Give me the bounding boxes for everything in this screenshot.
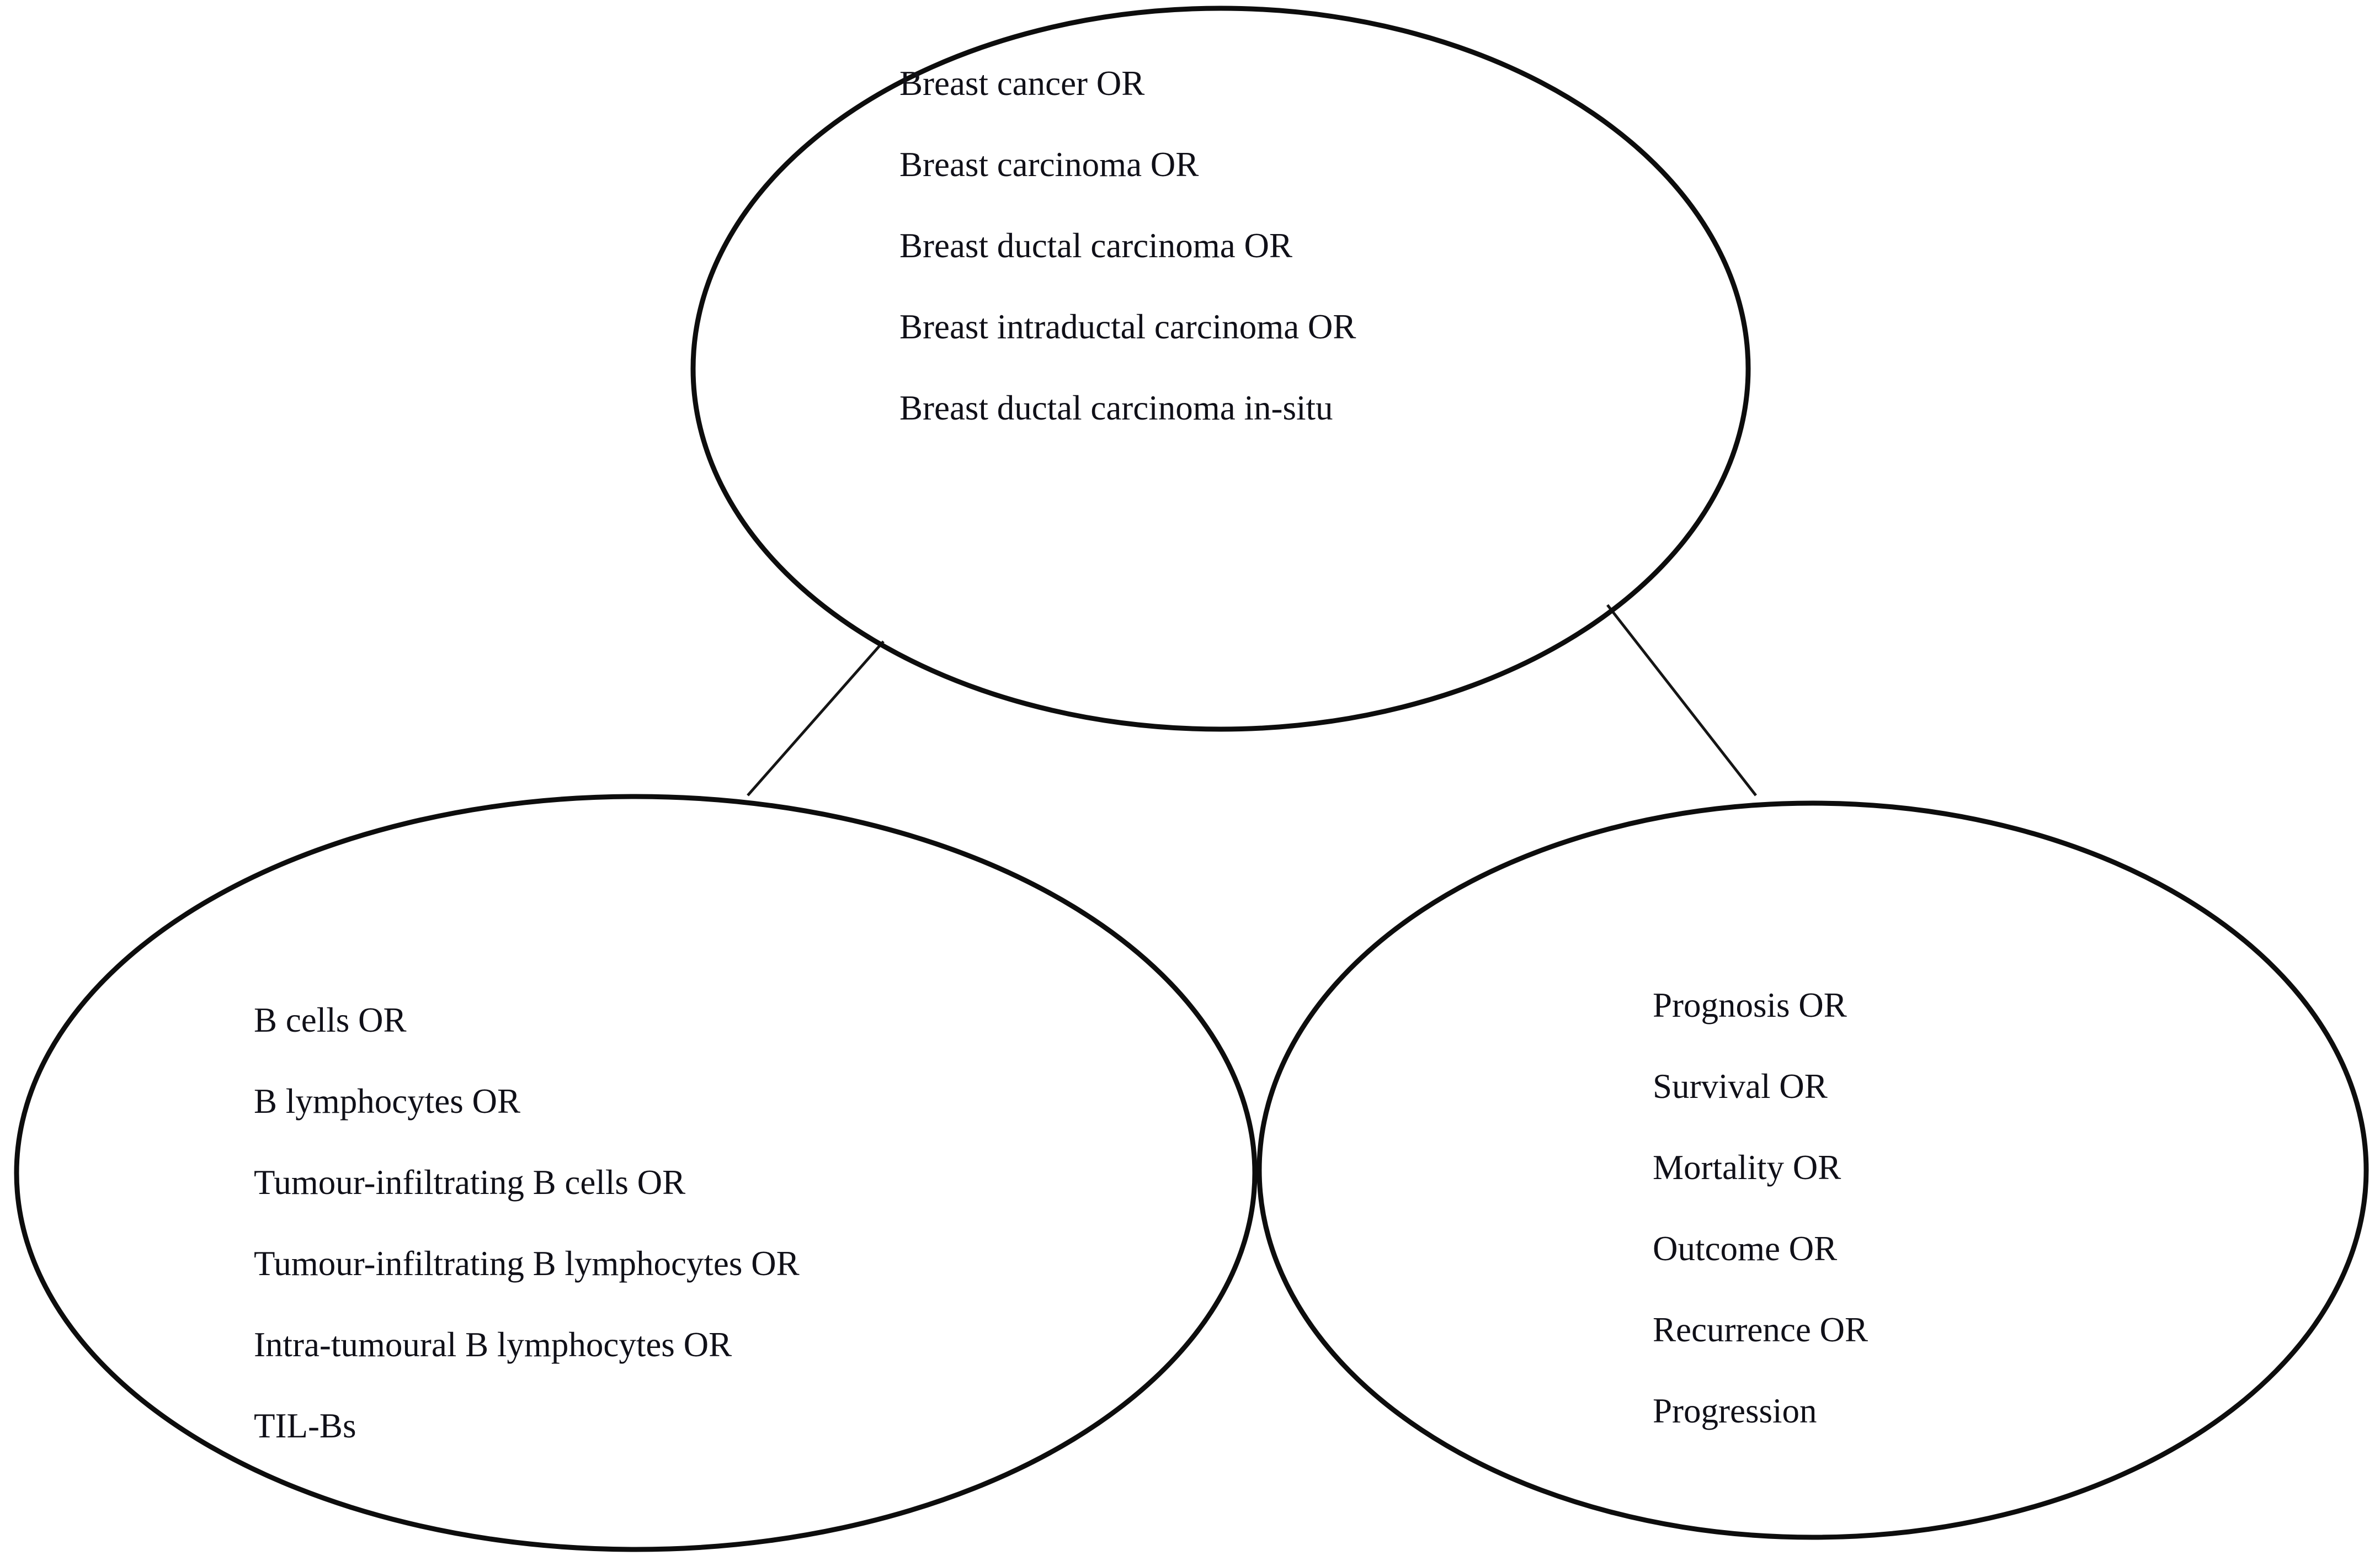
term-line: Breast intraductal carcinoma OR	[899, 307, 1356, 346]
term-line: Breast carcinoma OR	[899, 145, 1199, 184]
term-line: B lymphocytes OR	[254, 1082, 520, 1121]
connector-top-to-bottom-left	[747, 640, 885, 797]
term-line: Prognosis OR	[1653, 986, 1847, 1024]
term-line: Breast cancer OR	[899, 64, 1145, 103]
term-line: Breast ductal carcinoma OR	[899, 226, 1292, 265]
connector-top-to-bottom-right	[1606, 604, 1757, 797]
breast-cancer-terms-text: Breast cancer OR Breast carcinoma OR Bre…	[899, 43, 1356, 449]
term-line: Progression	[1653, 1392, 1817, 1430]
term-line: Intra-tumoural B lymphocytes OR	[254, 1325, 732, 1364]
term-line: Outcome OR	[1653, 1229, 1838, 1268]
term-line: Survival OR	[1653, 1067, 1828, 1106]
term-line: Recurrence OR	[1653, 1310, 1868, 1349]
ellipse-b-cell-terms	[14, 794, 1258, 1552]
ellipse-prognosis-terms	[1256, 800, 2369, 1540]
term-line: TIL-Bs	[254, 1406, 356, 1445]
term-line: Tumour-infiltrating B lymphocytes OR	[254, 1244, 800, 1283]
term-line: B cells OR	[254, 1001, 407, 1039]
term-line: Mortality OR	[1653, 1148, 1841, 1187]
ellipse-breast-cancer-terms	[690, 6, 1751, 732]
term-line: Breast ductal carcinoma in-situ	[899, 389, 1333, 427]
b-cell-terms-text: B cells OR B lymphocytes OR Tumour-infil…	[254, 980, 800, 1467]
prognosis-terms-text: Prognosis OR Survival OR Mortality OR Ou…	[1653, 965, 1868, 1452]
term-line: Tumour-infiltrating B cells OR	[254, 1163, 686, 1202]
